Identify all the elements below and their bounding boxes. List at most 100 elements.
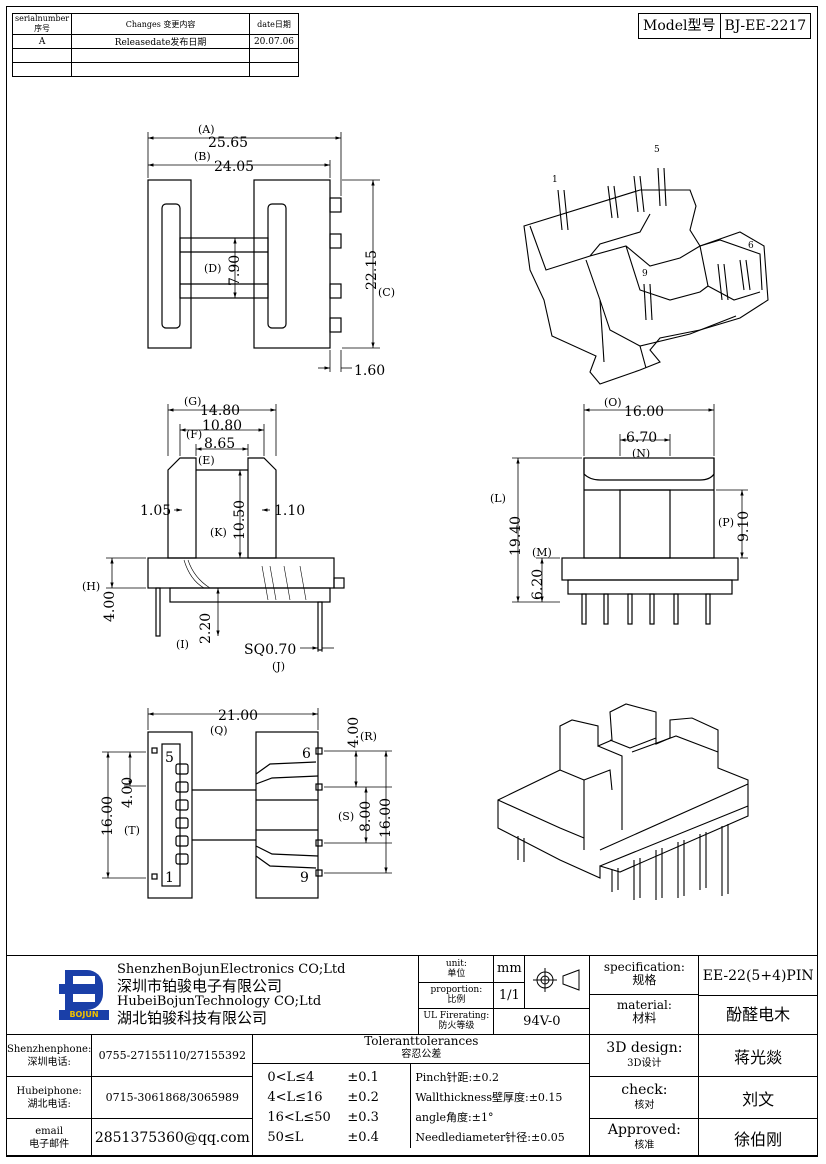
dim-J-label: (J) — [272, 660, 285, 673]
hb-phone-label-cn: 湖北电话: — [27, 1098, 71, 1110]
dim-F-value: 10.80 — [202, 418, 242, 434]
iso-view-pins — [523, 167, 769, 385]
tol-value-1: ±0.2 — [347, 1090, 379, 1105]
dim-J-value: SQ0.70 — [244, 642, 296, 658]
design-value: 蒋光燚 — [698, 1034, 818, 1077]
sz-phone-value: 0755-27155110/27155392 — [91, 1034, 254, 1077]
projection-symbol-icon — [524, 956, 590, 1009]
hb-phone-label: Hubeiphone: — [16, 1085, 82, 1097]
company-cell: BOJUN ShenzhenBojunElectronics CO;Ltd 深圳… — [5, 955, 420, 1035]
dim-I-label: (I) — [176, 638, 189, 651]
sz-phone-label: Shenzhenphone: — [7, 1043, 92, 1055]
unit-label-cn: 单位 — [447, 968, 466, 979]
top-view — [147, 132, 380, 372]
tolerance-title-cn: 容忍公差 — [401, 1049, 442, 1060]
dim-H-label: (H) — [82, 580, 100, 593]
fire-value: 94V-0 — [523, 1013, 561, 1029]
tol-range-2: 16<L≤50 — [267, 1110, 331, 1125]
iso-pin-6: 6 — [748, 241, 754, 251]
company-cn-2: 湖北铂骏科技有限公司 — [117, 1009, 268, 1027]
dim-L-value: 19.40 — [508, 516, 524, 556]
spec-label: specification: — [603, 960, 685, 974]
pin-5-label: 5 — [165, 750, 174, 766]
tolerance-title: Toleranttolerances — [364, 1034, 479, 1048]
approved-value: 徐伯刚 — [698, 1118, 818, 1157]
approved-label-cn: 核准 — [634, 1139, 655, 1151]
dim-F-label: (F) — [186, 428, 202, 441]
proportion-value: 1/1 — [493, 982, 526, 1009]
dim-M-value: 6.20 — [530, 569, 546, 600]
model-box: Model型号 BJ-EE-2217 — [638, 13, 812, 39]
hb-phone-value: 0715-3061868/3065989 — [91, 1076, 254, 1119]
dim-D-value: 7.90 — [227, 255, 243, 286]
dim-S-value: 8.00 — [358, 801, 374, 832]
revision-table: serialnumber序号 Changes 变更内容 date日期 A Rel… — [11, 13, 299, 77]
check-label: check: — [621, 1081, 668, 1098]
spec-material-labels: specification:规格 material:材料 — [589, 955, 700, 1035]
iso-pin-5: 5 — [654, 145, 660, 155]
dim-T-value: 4.00 — [120, 777, 136, 808]
technical-drawing: (A) 25.65 (B) 24.05 22.15 (C) (D) 7.90 1… — [82, 123, 769, 900]
material-label: material: — [616, 998, 672, 1012]
tol-value-3: ±0.4 — [347, 1130, 379, 1145]
sz-phone-label-cn: 深圳电话: — [27, 1056, 71, 1068]
dim-Q-label: (Q) — [210, 724, 228, 737]
spec-value: EE-22(5+4)PIN — [699, 957, 817, 996]
dim-D-label: (D) — [204, 262, 221, 275]
dim-Q-value: 21.00 — [218, 708, 258, 724]
dim-M-label: (M) — [532, 546, 552, 559]
dim-N-label: (N) — [632, 447, 650, 460]
dim-O-label: (O) — [604, 396, 622, 409]
check-value: 刘文 — [698, 1076, 818, 1119]
dim-A-label: (A) — [198, 123, 215, 136]
dim-H-value: 4.00 — [102, 591, 118, 622]
dim-I-value: 2.20 — [198, 613, 214, 644]
email-value: 2851375360@qq.com — [91, 1118, 254, 1157]
dim-B-value: 24.05 — [214, 159, 254, 175]
proportion-label: proportion: — [430, 985, 483, 995]
dim-C-label: (C) — [378, 286, 395, 299]
fire-label-cn: 防火等级 — [438, 1021, 475, 1032]
email-label: email — [35, 1125, 64, 1137]
side-view — [512, 404, 748, 625]
design-label-cn: 3D设计 — [627, 1057, 662, 1069]
logo-text: BOJUN — [59, 1010, 109, 1020]
dim-right16-value: 16.00 — [378, 798, 394, 838]
proportion-label-cn: 比例 — [447, 995, 466, 1005]
dim-110-value: 1.10 — [274, 503, 305, 519]
tol-range-3: 50≤L — [267, 1130, 304, 1145]
company-cn-1: 深圳市铂骏电子有限公司 — [117, 977, 283, 995]
dim-B-label: (B) — [194, 150, 211, 163]
spec-material-values: EE-22(5+4)PIN 酚醛电木 — [698, 955, 818, 1035]
front-view — [106, 404, 345, 652]
check-label-cn: 核对 — [634, 1099, 655, 1111]
tol-value-2: ±0.3 — [347, 1110, 379, 1125]
tol-note-wall: Wallthickness壁厚度:±0.15 — [415, 1091, 563, 1104]
company-en-1: ShenzhenBojunElectronics CO;Ltd — [117, 962, 346, 977]
material-value: 酚醛电木 — [726, 1004, 791, 1024]
unit-value: mm — [493, 956, 526, 983]
model-label: Model型号 — [639, 14, 721, 38]
dim-E-value: 8.65 — [204, 436, 235, 452]
dim-left16-value: 16.00 — [100, 796, 116, 836]
dim-G-label: (G) — [184, 395, 201, 408]
tol-note-pinch: Pinch针距:±0.2 — [415, 1071, 499, 1084]
dim-R-label: (R) — [360, 730, 377, 743]
iso-view-body — [497, 703, 749, 900]
dim-R-value: 4.00 — [346, 717, 362, 748]
bottom-view — [102, 708, 392, 899]
pin-6-label: 6 — [302, 746, 311, 762]
dim-wall-value: 1.60 — [354, 363, 385, 379]
title-block: BOJUN ShenzhenBojunElectronics CO;Ltd 深圳… — [5, 955, 818, 1157]
dim-C-value: 22.15 — [364, 250, 380, 290]
dim-P-value: 9.10 — [736, 511, 752, 542]
dim-S-label: (S) — [338, 810, 354, 823]
design-label: 3D design: — [606, 1039, 683, 1056]
unit-label: unit: — [445, 958, 467, 969]
fire-label: UL Firerating: — [423, 1011, 490, 1022]
dim-K-label: (K) — [210, 526, 227, 539]
dim-N-value: 6.70 — [626, 430, 657, 446]
dim-G-value: 14.80 — [200, 403, 240, 419]
company-en-2: HubeiBojunTechnology CO;Ltd — [117, 994, 322, 1009]
spec-label-cn: 规格 — [632, 973, 657, 987]
